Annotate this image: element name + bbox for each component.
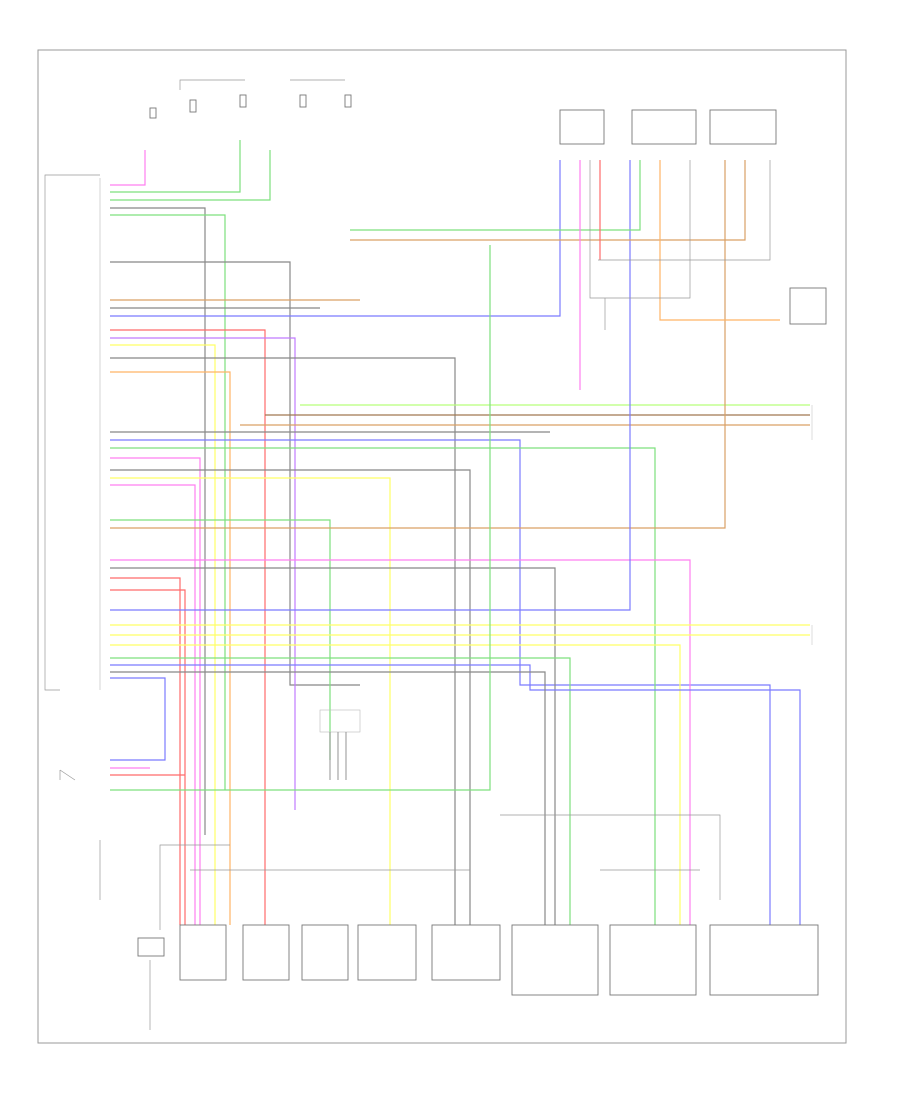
wire-tan-25	[110, 160, 726, 529]
component-b1	[179, 924, 227, 981]
component-b7	[609, 924, 697, 996]
wire-gray-27	[110, 567, 556, 925]
ground-bus-top	[589, 160, 691, 299]
main-connector	[44, 174, 101, 691]
wire-gray-21	[110, 469, 471, 925]
wire-green-4	[110, 214, 226, 790]
wire-gray-3	[110, 207, 206, 835]
fuse-terminal-4	[299, 94, 307, 108]
wire-blue-35	[110, 664, 801, 925]
wire-blue-37	[110, 677, 166, 761]
wire-red-28	[110, 577, 181, 925]
module-top-1	[559, 109, 605, 145]
wire-green-1	[110, 140, 241, 193]
wire-gray-5	[110, 261, 360, 686]
wire-tan-42	[350, 160, 746, 241]
wire-red-9	[110, 329, 266, 925]
wire-group	[110, 140, 810, 925]
wire-yellow-33	[110, 644, 681, 925]
module-top-2	[631, 109, 697, 145]
wire-pink-20	[110, 457, 201, 925]
wire-gray-12	[110, 357, 456, 925]
fuse-terminal-5	[344, 94, 352, 108]
wire-green-40	[110, 245, 491, 791]
wire-yellow-22	[110, 477, 391, 925]
wire-blue-8	[110, 160, 561, 317]
wire-pink-0	[110, 150, 146, 186]
center-sensor	[319, 709, 361, 780]
wire-pink-26	[110, 559, 691, 925]
wire-pink-23	[110, 484, 196, 925]
module-top-3	[709, 109, 777, 145]
wire-green-2	[110, 150, 271, 201]
wire-blue-30	[110, 160, 631, 611]
left-sensor	[59, 769, 76, 781]
fuse-terminal-3	[239, 94, 247, 108]
wire-green-34	[110, 657, 571, 925]
wire-yellow-11	[110, 344, 216, 925]
component-b6	[511, 924, 599, 996]
center-sensor-box	[319, 709, 361, 733]
top-fuse-block	[149, 79, 352, 119]
wire-gray-36	[110, 671, 546, 925]
fuse-terminal-1	[149, 107, 157, 119]
bottom-components	[99, 814, 819, 1030]
diagram-frame	[37, 49, 847, 1044]
component-b8	[709, 924, 819, 996]
wire-blue-18	[110, 439, 771, 925]
component-b3	[301, 924, 349, 981]
wire-green-41	[350, 160, 641, 231]
component-b5	[431, 924, 501, 981]
wire-orange-13	[110, 371, 231, 925]
small-switch-right	[789, 287, 827, 325]
component-left-box	[137, 937, 165, 957]
fuse-terminal-2	[189, 99, 197, 113]
wire-orange-43	[659, 160, 780, 321]
wire-violet-10	[110, 337, 296, 810]
component-b4	[357, 924, 417, 981]
wire-green-24	[110, 519, 331, 760]
wire-green-19	[110, 447, 656, 925]
component-b2	[242, 924, 290, 981]
wire-red-29	[110, 589, 186, 925]
